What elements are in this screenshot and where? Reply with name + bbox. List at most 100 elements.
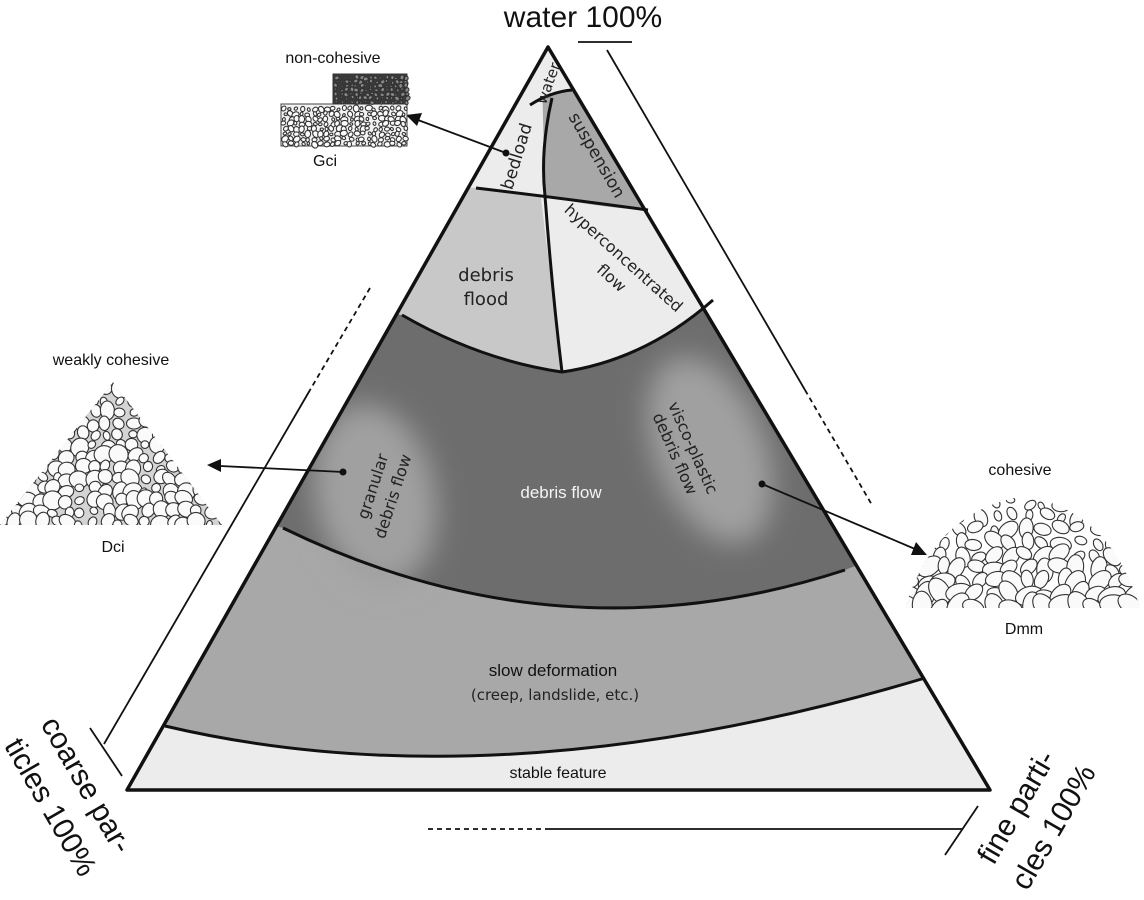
dci-clast bbox=[73, 507, 85, 519]
gci-gravel bbox=[347, 105, 353, 111]
dmm-clast bbox=[1128, 497, 1139, 508]
gci-fine-clast bbox=[404, 92, 410, 97]
gci-gravel bbox=[334, 139, 342, 147]
gci-gravel bbox=[347, 110, 354, 118]
dci-clast bbox=[37, 382, 49, 395]
gci-fine-clast bbox=[389, 87, 394, 93]
dci-clast bbox=[98, 415, 111, 432]
gci-fine-clast bbox=[339, 95, 343, 99]
gci-fine-clast bbox=[393, 84, 398, 89]
dci-clast bbox=[24, 453, 35, 464]
gci-gravel bbox=[358, 116, 365, 122]
gci-fine-clast bbox=[404, 95, 411, 102]
gci-gravel bbox=[298, 125, 305, 134]
gci-fine-clast bbox=[375, 96, 380, 101]
dci-clast bbox=[152, 418, 163, 428]
dci-clast bbox=[217, 438, 222, 450]
gci-gravel bbox=[323, 121, 329, 128]
granular-halo bbox=[313, 404, 437, 586]
dci-clast bbox=[13, 460, 25, 471]
gci-gravel bbox=[389, 126, 394, 132]
axis-label-water: water 100% bbox=[503, 1, 662, 34]
gci-gravel bbox=[378, 126, 383, 132]
right-indicator-solid bbox=[606, 49, 806, 391]
dci-clast bbox=[58, 513, 77, 525]
gci-gravel bbox=[370, 142, 377, 148]
gci-fine-clast bbox=[343, 91, 349, 98]
dci-clast bbox=[176, 437, 197, 455]
gci-fine-clast bbox=[399, 100, 404, 105]
gci-gravel bbox=[357, 136, 365, 143]
dci-clasts bbox=[0, 382, 222, 525]
dci-clast bbox=[0, 440, 11, 452]
gci-gravel bbox=[306, 141, 311, 146]
dmm-clast bbox=[1107, 524, 1121, 535]
dmm-clast bbox=[1033, 522, 1052, 536]
dci-clast bbox=[204, 483, 219, 499]
gci-gravel bbox=[341, 135, 347, 141]
gci-fine-clast bbox=[334, 87, 338, 91]
dci-clast bbox=[167, 428, 182, 443]
label-debris-flood-1: debris bbox=[458, 265, 514, 286]
gci-fine-clast bbox=[353, 78, 359, 84]
dmm-clast bbox=[1087, 509, 1103, 522]
gci-fine-clast bbox=[362, 95, 369, 101]
gci-gravel bbox=[319, 127, 324, 132]
gci-fine-clast bbox=[349, 76, 353, 80]
dci-clast bbox=[113, 407, 126, 418]
dci-clast bbox=[74, 496, 85, 506]
gci-gravel bbox=[331, 117, 336, 122]
gci-gravel bbox=[402, 135, 409, 142]
dci-clast bbox=[123, 513, 139, 525]
gci-gravel bbox=[384, 135, 391, 141]
dci-clast bbox=[202, 438, 216, 451]
dci-clast bbox=[188, 446, 208, 467]
dci-clast bbox=[34, 429, 47, 444]
dmm-clast bbox=[1051, 498, 1071, 513]
dci-clast bbox=[160, 411, 180, 431]
gci-gravel bbox=[390, 131, 396, 137]
gci-gravel bbox=[280, 105, 287, 112]
dmm-clast bbox=[940, 499, 948, 509]
gci-fine-clast bbox=[353, 83, 357, 88]
inset-cohesive-title: cohesive bbox=[988, 462, 1051, 479]
gci-gravel bbox=[282, 131, 288, 136]
dci-clast bbox=[201, 429, 216, 440]
gci-fine-clast bbox=[354, 91, 359, 98]
gci-gravel bbox=[364, 125, 370, 131]
gci-gravel bbox=[282, 141, 289, 148]
dci-clast bbox=[6, 512, 21, 525]
gci-fine-clast bbox=[404, 100, 409, 106]
dci-clast bbox=[138, 515, 150, 525]
dmm-clast bbox=[1051, 519, 1070, 535]
dci-clast bbox=[0, 452, 8, 463]
gci-fine-clast bbox=[340, 84, 344, 88]
gci-gravel bbox=[287, 125, 295, 133]
axis-indicators bbox=[89, 41, 979, 856]
gci-fine-clast bbox=[375, 80, 380, 85]
gci-fine-clast bbox=[339, 88, 344, 93]
gci-gravel bbox=[367, 131, 372, 136]
dmm-clast bbox=[1015, 545, 1033, 561]
dci-clast bbox=[206, 407, 218, 419]
gci-gravel bbox=[319, 136, 324, 141]
dci-clast bbox=[0, 397, 7, 406]
dci-clast bbox=[214, 493, 222, 509]
arrow-cohesive bbox=[761, 483, 916, 550]
gci-gravel bbox=[301, 141, 306, 147]
dci-clast bbox=[187, 468, 208, 484]
dci-clast bbox=[0, 382, 10, 397]
dmm-clast bbox=[964, 538, 983, 552]
dci-clast bbox=[218, 482, 222, 492]
dmm-clast bbox=[1107, 496, 1119, 508]
dmm-clast bbox=[1125, 518, 1140, 535]
gci-fine-clast bbox=[343, 86, 349, 92]
gci-fine-clast bbox=[380, 86, 386, 93]
dmm-clast bbox=[966, 520, 984, 534]
gci-gravel bbox=[288, 135, 294, 142]
gci-fine-clast bbox=[354, 74, 360, 80]
dci-clast bbox=[179, 408, 192, 421]
dci-clast bbox=[192, 434, 209, 453]
gci-gravel bbox=[323, 135, 331, 142]
dmm-clast bbox=[936, 517, 950, 536]
